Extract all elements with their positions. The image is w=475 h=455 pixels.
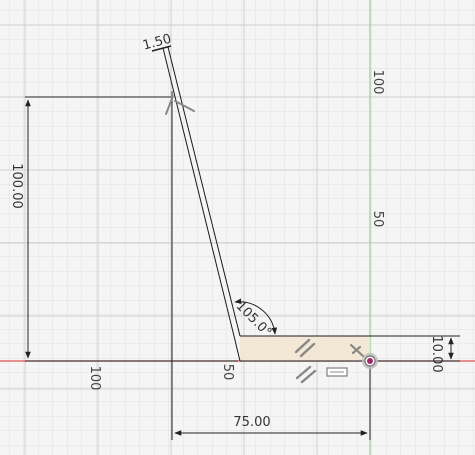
height-dimension[interactable]: 100.00 (9, 96, 238, 362)
fix-constraint-icon[interactable] (349, 343, 365, 358)
sketch-profile[interactable] (162, 46, 370, 362)
width-dimension-label[interactable]: 75.00 (233, 415, 270, 430)
height-dimension-label[interactable]: 100.00 (9, 163, 24, 209)
thickness-dimension[interactable]: 1.50 (141, 32, 173, 54)
width-dimension[interactable]: 75.00 (171, 97, 371, 440)
base-dimension-label[interactable]: 10.00 (429, 335, 444, 372)
horizontal-constraint-icon[interactable] (326, 367, 348, 377)
parallel-constraint-icon-lower[interactable] (295, 365, 317, 384)
origin-point-icon[interactable] (362, 353, 378, 369)
grid-label-y-50: 50 (370, 211, 385, 228)
coincident-constraint-icon[interactable] (165, 91, 195, 115)
base-dimension[interactable]: 10.00 (370, 335, 460, 373)
grid-label-x-50: 50 (220, 364, 235, 381)
profile-fill[interactable] (240, 336, 370, 361)
parallel-constraint-icon[interactable] (294, 338, 316, 358)
grid-label-x-100: 100 (87, 366, 102, 391)
thickness-dimension-label[interactable]: 1.50 (141, 32, 173, 54)
grid-label-y-100: 100 (370, 70, 385, 95)
